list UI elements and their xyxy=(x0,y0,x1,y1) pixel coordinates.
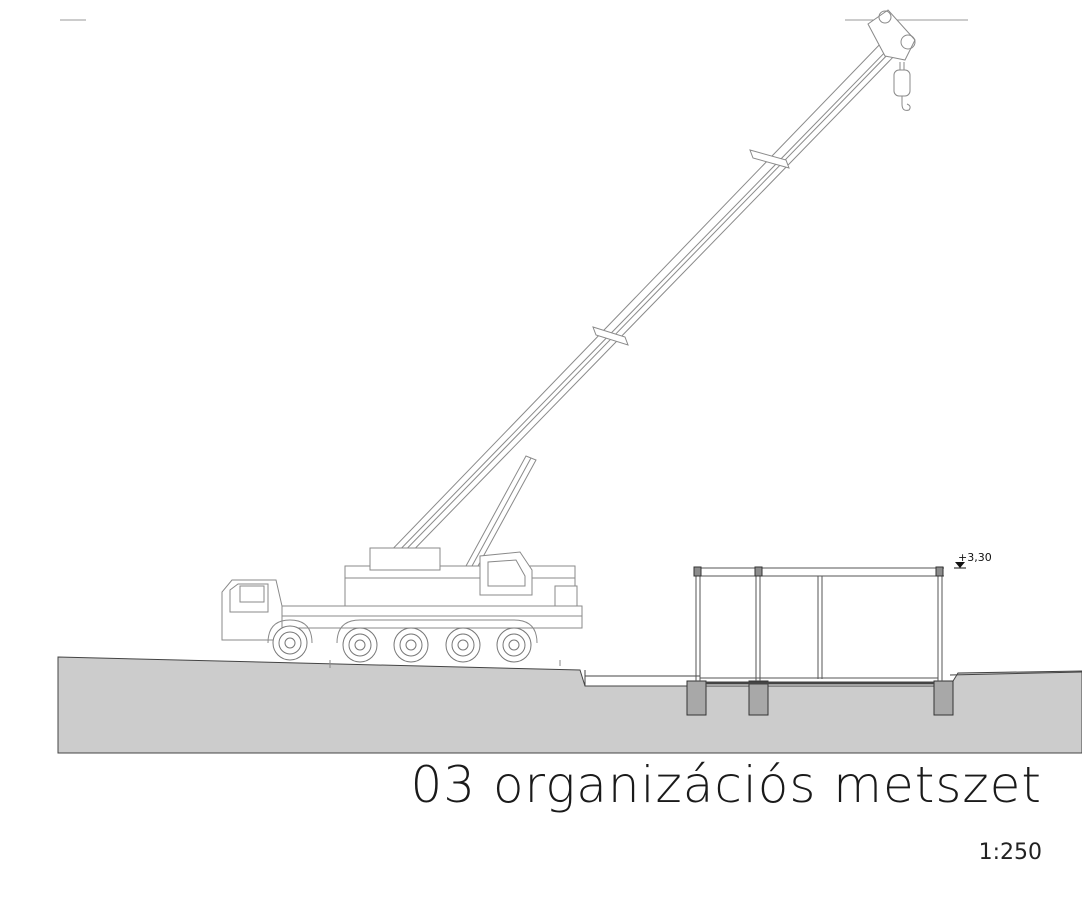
footings xyxy=(686,680,954,716)
level-marker: +3,30 xyxy=(954,551,992,569)
footing-3 xyxy=(933,680,954,716)
drawing-scale: 1:250 xyxy=(978,840,1042,865)
level-label: +3,30 xyxy=(958,551,992,564)
footing-1 xyxy=(686,680,707,716)
ground-section xyxy=(57,656,1082,754)
level-triangle-icon xyxy=(955,562,965,568)
pavilion-frame xyxy=(694,567,944,681)
crane-wheels xyxy=(272,625,532,663)
drawing-title: 03 organizációs metszet xyxy=(410,756,1042,814)
mobile-crane-icon xyxy=(221,9,916,668)
crane-hook-icon xyxy=(893,62,911,111)
pavilion-nodes xyxy=(693,566,944,577)
ground-line-right xyxy=(949,671,1082,676)
footing-2 xyxy=(748,680,769,716)
